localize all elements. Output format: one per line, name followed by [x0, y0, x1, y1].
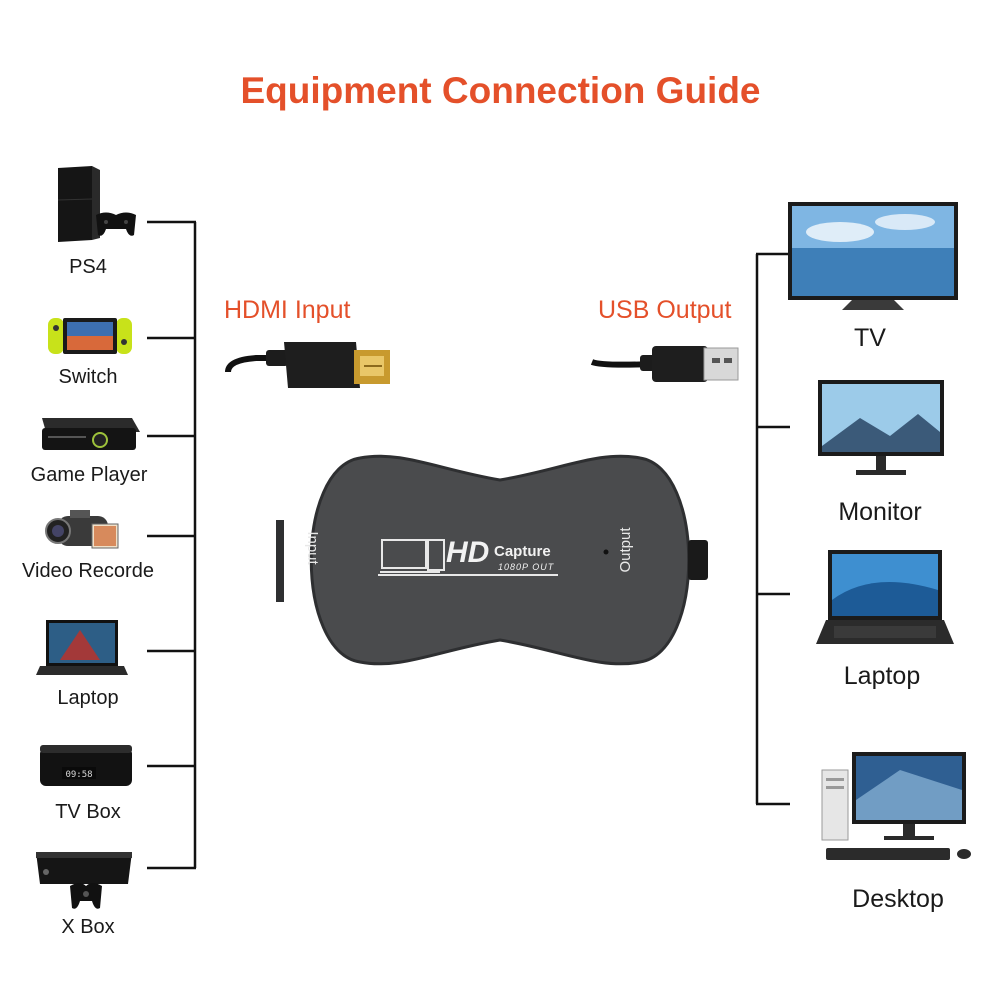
laptop-left-icon	[36, 620, 128, 675]
output-device-desktop-label: Desktop	[852, 885, 944, 913]
input-device-tv-box-label: TV Box	[55, 801, 121, 823]
xbox-console-icon	[36, 852, 132, 909]
camcorder-icon	[45, 510, 119, 549]
page-title: Equipment Connection Guide	[240, 70, 761, 111]
input-device-video-recorder-label: Video Recorde	[22, 560, 154, 582]
ps4-console-icon	[57, 166, 136, 242]
switch-console-icon	[48, 318, 132, 354]
input-device-game-player-label: Game Player	[30, 464, 148, 486]
input-device-laptop-label: Laptop	[57, 687, 119, 709]
output-device-tv-label: TV	[854, 324, 886, 352]
right-connector-lines	[755, 252, 790, 806]
svg-text:09:58: 09:58	[65, 770, 92, 780]
usb-cable-icon	[590, 346, 739, 382]
output-device-laptop-label: Laptop	[843, 662, 921, 690]
capture-device-icon	[276, 454, 708, 666]
input-device-ps4-label: PS4	[69, 256, 107, 278]
hdmi-cable-icon	[225, 342, 390, 388]
output-device-monitor-label: Monitor	[838, 498, 922, 526]
capture-output-port-label: Output	[617, 527, 634, 573]
hdmi-input-label: HDMI Input	[224, 296, 351, 324]
xbox360-console-icon	[42, 418, 140, 450]
left-connector-lines	[147, 220, 197, 870]
tv-box-icon: 09:58	[40, 745, 132, 786]
capture-input-port-label: Input	[304, 531, 321, 565]
input-device-switch-label: Switch	[58, 366, 118, 388]
input-device-xbox-label: X Box	[61, 916, 115, 938]
capture-brand-name: Capture	[494, 543, 551, 560]
capture-brand-subtitle: 1080P OUT	[498, 562, 555, 572]
capture-brand-hd: HD	[446, 536, 490, 569]
usb-output-label: USB Output	[598, 296, 732, 324]
